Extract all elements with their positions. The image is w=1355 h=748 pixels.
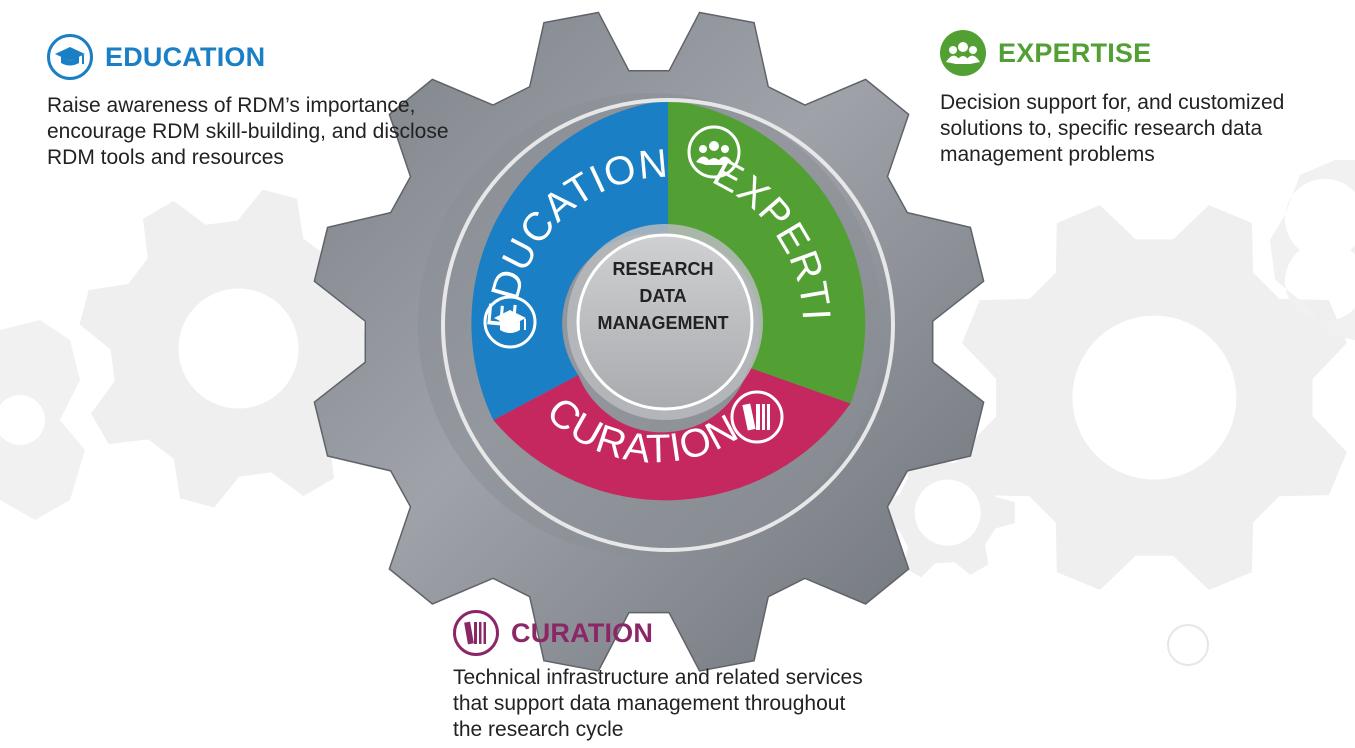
expertise-title: EXPERTISE — [998, 37, 1152, 68]
curation-description: Technical infrastructure and related ser… — [453, 666, 863, 741]
bg-gear-far-left — [0, 320, 85, 520]
bg-gear-right — [961, 205, 1347, 591]
ring-curation-icon — [730, 390, 784, 444]
education-title: EDUCATION — [105, 41, 266, 72]
hub-line-2: DATA — [639, 286, 686, 306]
education-heading: EDUCATION — [47, 34, 265, 80]
curation-heading: CURATION — [453, 610, 653, 656]
people-group-icon — [940, 30, 986, 76]
books-icon — [453, 610, 499, 656]
center-hub — [576, 233, 754, 411]
ring-education-icon — [483, 295, 537, 349]
segments-outline — [441, 98, 895, 552]
segment-education — [471, 100, 668, 421]
hub-line-1: RESEARCH — [612, 259, 713, 279]
education-description: Raise awareness of RDM’s importance, enc… — [47, 94, 449, 169]
expertise-heading: EXPERTISE — [940, 30, 1151, 76]
bg-ring — [1167, 624, 1209, 666]
segment-curation — [493, 367, 851, 501]
graduation-cap-icon — [47, 34, 93, 80]
hub-line-3: MANAGEMENT — [598, 313, 729, 333]
bg-gear-small — [880, 447, 1015, 578]
curation-title: CURATION — [511, 617, 654, 648]
bg-gear-edge-right — [1270, 160, 1355, 340]
ring-expertise-icon — [687, 125, 741, 179]
expertise-description: Decision support for, and customized sol… — [940, 91, 1285, 166]
